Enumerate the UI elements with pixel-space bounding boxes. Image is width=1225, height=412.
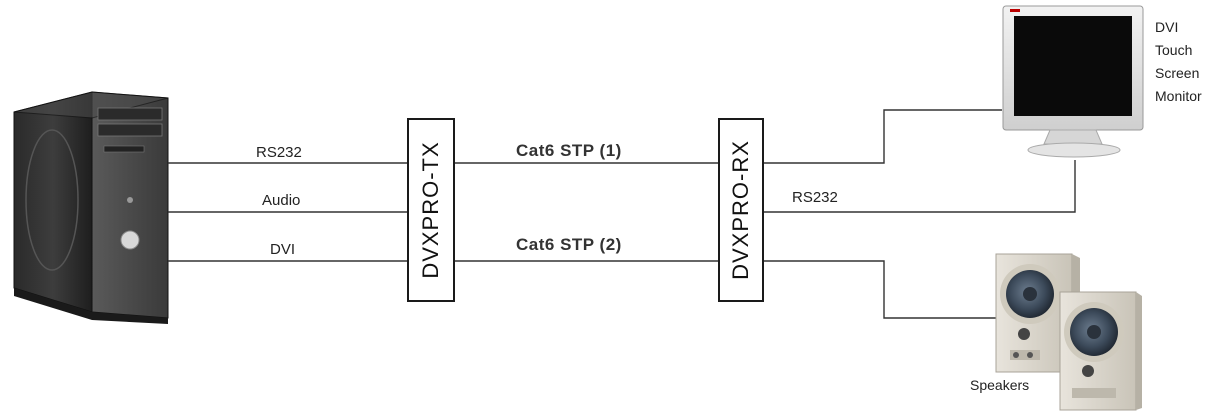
monitor-label: DVI Touch Screen Monitor [1155,16,1202,108]
monitor-label-line: Screen [1155,65,1200,81]
transmitter-label: DVXPRO-TX [418,141,443,279]
audio-label: Audio [262,192,301,209]
transmitter-box: DVXPRO-TX [407,118,455,302]
monitor-label-line: DVI [1155,19,1179,35]
touch-screen-monitor [1002,5,1144,158]
left-connection-lines [168,162,407,262]
right-connection-lines [764,109,1076,319]
speakers [995,253,1142,411]
cat6-lines [455,162,718,262]
rs232-left-label: RS232 [256,144,302,161]
dvi-left-label: DVI [270,241,296,258]
monitor-label-line: Monitor [1155,88,1202,104]
rs232-right-label: RS232 [792,189,838,206]
receiver-label: DVXPRO-RX [728,140,753,280]
cat6-cable-2-label: Cat6 STP (2) [516,235,622,254]
speakers-label: Speakers [970,377,1030,393]
pc-tower [13,91,169,324]
cat6-cable-1-label: Cat6 STP (1) [516,141,622,160]
monitor-label-line: Touch [1155,42,1193,58]
receiver-box: DVXPRO-RX [718,118,764,302]
